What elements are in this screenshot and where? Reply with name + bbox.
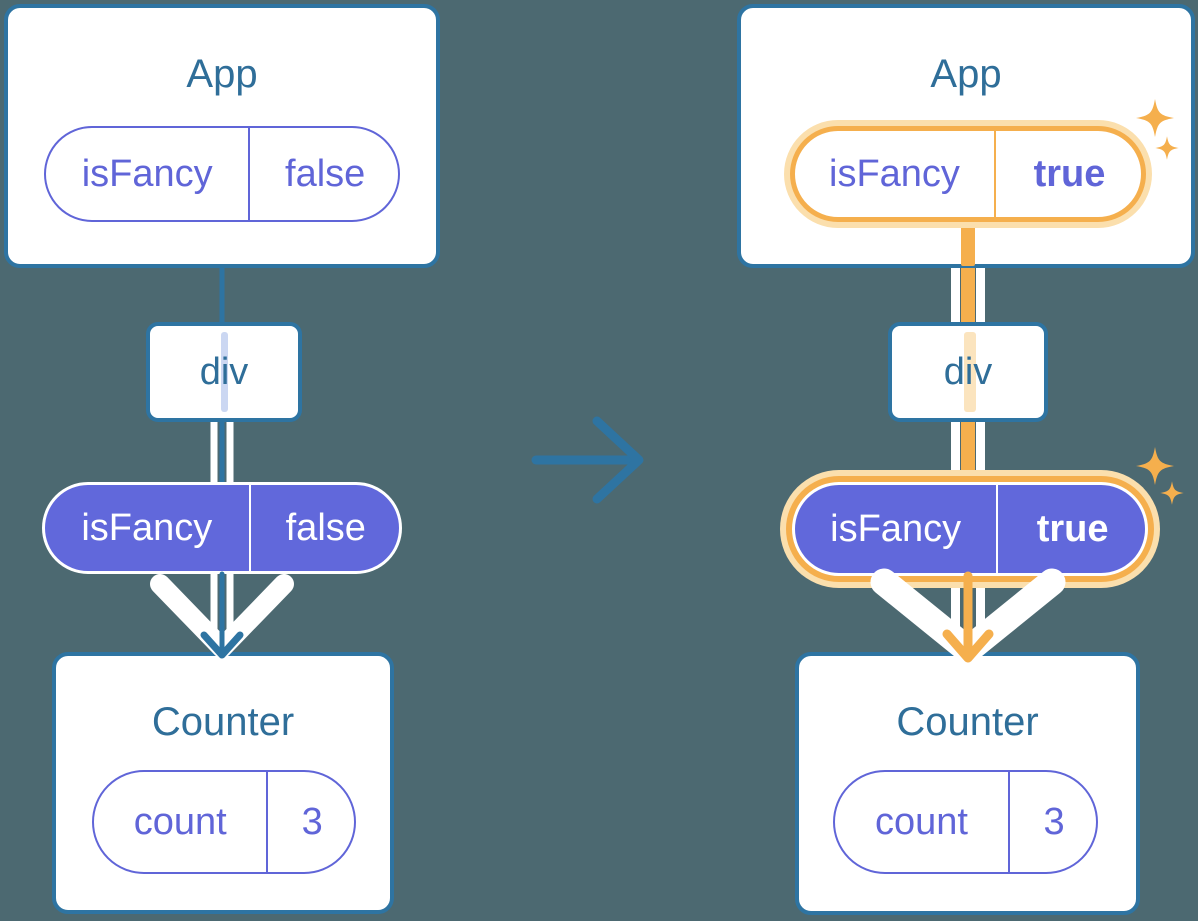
- prop-value: false: [248, 485, 401, 571]
- prop-name: isFancy: [81, 506, 213, 549]
- chevron-icon: [150, 574, 294, 658]
- prop-value: true: [996, 485, 1147, 573]
- props-flow-pipe: [976, 264, 985, 326]
- node-label: div: [943, 350, 993, 393]
- state-name: count: [875, 800, 968, 843]
- component-title: Counter: [896, 700, 1039, 744]
- div-node-after: div: [888, 322, 1048, 422]
- arrow-right-icon: [531, 416, 644, 504]
- state-value: 3: [1008, 772, 1098, 872]
- component-title: App: [930, 52, 1002, 96]
- state-value: 3: [266, 772, 356, 872]
- props-flow-pipe: [210, 570, 218, 644]
- prop-pill-isfancy-after: isFancy true: [792, 482, 1148, 576]
- props-flow-pipe: [976, 416, 985, 486]
- props-flow-pipe: [951, 264, 960, 326]
- props-flow-pipe: [226, 570, 234, 644]
- state-name: isFancy: [81, 152, 213, 195]
- connector-line: [219, 416, 225, 486]
- chevron-icon: [870, 568, 1066, 664]
- component-title: App: [186, 52, 258, 96]
- state-value: false: [248, 128, 400, 220]
- sparkle-icon: [1160, 481, 1184, 505]
- state-pill-count-before: count 3: [92, 770, 356, 874]
- state-pill-count-after: count 3: [833, 770, 1098, 874]
- connector-line: [219, 264, 225, 326]
- component-title: Counter: [151, 700, 295, 744]
- state-pill-isfancy-after: isFancy true: [790, 126, 1146, 222]
- props-flow-pipe: [210, 416, 218, 486]
- highlight-line-faded: [964, 332, 976, 412]
- state-name: isFancy: [829, 152, 960, 195]
- highlight-flow-line: [961, 220, 975, 266]
- prop-pill-isfancy-before: isFancy false: [42, 482, 402, 574]
- props-flow-pipe: [976, 574, 985, 644]
- highlight-flow-line: [961, 416, 975, 486]
- props-flow-pipe: [951, 416, 960, 486]
- prop-name: isFancy: [830, 507, 962, 550]
- div-node-before: div: [146, 322, 302, 422]
- state-name: count: [133, 800, 227, 843]
- highlight-flow-line: [961, 264, 975, 326]
- state-value: true: [993, 131, 1143, 217]
- connector-line-faded: [221, 332, 228, 412]
- props-flow-pipe: [226, 416, 234, 486]
- node-label: div: [199, 350, 249, 393]
- props-flow-pipe: [951, 574, 960, 644]
- state-pill-isfancy-before: isFancy false: [44, 126, 400, 222]
- sparkle-icon: [1136, 447, 1174, 485]
